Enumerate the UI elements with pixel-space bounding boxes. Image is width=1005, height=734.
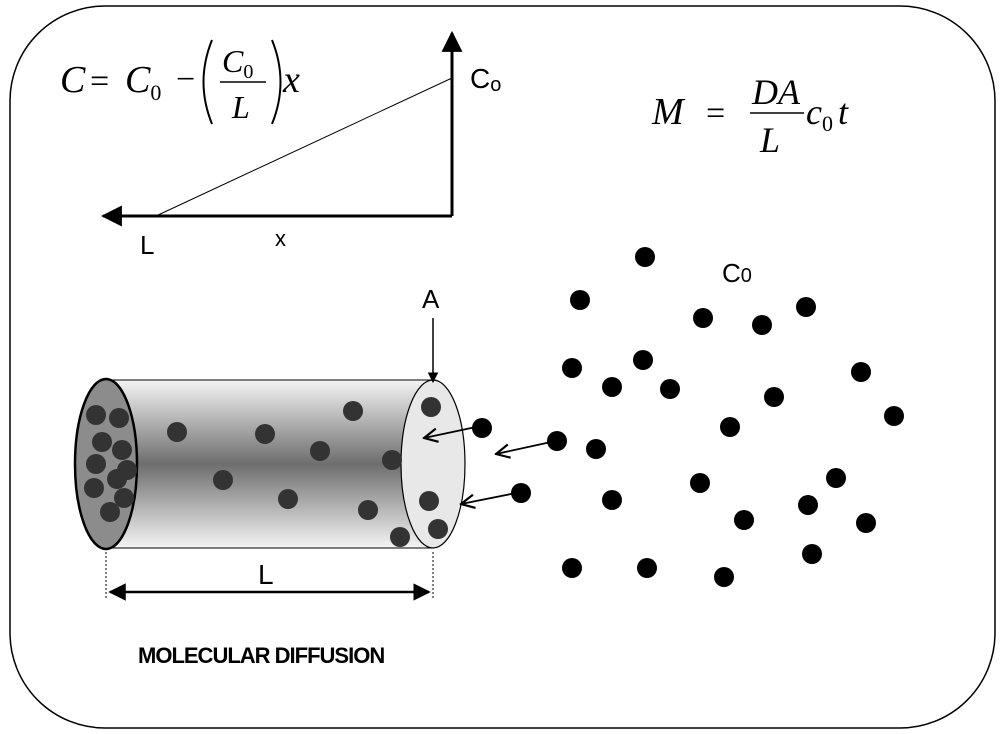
concentration-profile-graph: Co L x	[100, 30, 501, 260]
particle-outside	[734, 510, 754, 530]
particle-outside	[826, 468, 846, 488]
particle-outside	[562, 358, 582, 378]
eq-left-paren	[202, 39, 213, 125]
particle-inside	[310, 441, 330, 461]
particle-outside	[633, 350, 653, 370]
particle-outside	[802, 544, 822, 564]
flux-equals: =	[706, 95, 725, 132]
particle-outside	[635, 247, 655, 267]
particle-outside	[660, 379, 680, 399]
particle-inside	[278, 489, 298, 509]
length-label: L	[258, 559, 274, 590]
particle-outside	[851, 362, 871, 382]
particle-outside	[637, 558, 657, 578]
concentration-line	[155, 77, 453, 217]
particle-inside	[86, 454, 106, 474]
particle-outside	[547, 431, 567, 451]
particle-outside	[798, 495, 818, 515]
particle-outside	[586, 439, 606, 459]
flux-equation: M = DA L c0 t	[651, 72, 849, 160]
particle-outside	[693, 308, 713, 328]
particle-inside	[358, 500, 378, 520]
particle-outside	[602, 377, 622, 397]
particle-outside	[570, 290, 590, 310]
outside-particles	[472, 247, 904, 587]
eq-c0: C0	[125, 59, 161, 105]
x-axis-label: x	[275, 226, 286, 251]
particle-inside	[343, 401, 363, 421]
particle-outside	[562, 558, 582, 578]
particle-outside	[856, 513, 876, 533]
l-axis-label: L	[140, 230, 154, 260]
flux-t: t	[838, 92, 849, 132]
particle-inside	[390, 527, 410, 547]
eq-x: x	[282, 59, 300, 101]
particle-outside	[752, 315, 772, 335]
diffusion-cylinder: A	[73, 284, 466, 551]
bulk-concentration-label: C0	[722, 258, 752, 288]
particle-inside	[255, 424, 275, 444]
particle-outside	[764, 387, 784, 407]
flux-numerator: DA	[751, 72, 801, 112]
entry-arrow	[496, 441, 552, 454]
flux-c0: c0	[806, 92, 833, 136]
particle-outside	[720, 417, 740, 437]
particle-outside	[472, 418, 492, 438]
entry-arrows	[424, 426, 552, 504]
entry-arrow	[424, 426, 477, 438]
particle-inside	[382, 450, 402, 470]
particle-outside	[884, 406, 904, 426]
eq-minus: −	[176, 61, 195, 98]
c0-axis-label: Co	[470, 63, 501, 96]
particle-inside	[213, 470, 233, 490]
flux-denominator: L	[759, 120, 780, 160]
eq-right-paren	[271, 39, 282, 125]
concentration-equation: C = C0 − C0 L x	[60, 39, 300, 125]
particle-outside	[714, 567, 734, 587]
area-label: A	[422, 284, 440, 314]
particle-outside	[690, 473, 710, 493]
particle-inside	[421, 397, 441, 417]
particle-inside	[86, 405, 106, 425]
particle-outside	[796, 297, 816, 317]
eq-c: C	[60, 59, 86, 101]
entry-arrow	[461, 492, 517, 504]
diagram-caption: MOLECULAR DIFFUSION	[138, 643, 384, 668]
particle-inside	[428, 519, 448, 539]
particle-inside	[100, 502, 120, 522]
length-dimension: L	[105, 552, 434, 601]
inside-particles	[84, 397, 448, 547]
particle-inside	[84, 478, 104, 498]
particle-inside	[92, 432, 112, 452]
particle-inside	[107, 469, 127, 489]
particle-inside	[114, 488, 134, 508]
particle-outside	[602, 490, 622, 510]
eq-frac-num: C0	[222, 43, 253, 83]
particle-inside	[419, 491, 439, 511]
particle-outside	[511, 483, 531, 503]
flux-m: M	[651, 91, 686, 133]
particle-inside	[109, 408, 129, 428]
eq-frac-den: L	[231, 89, 250, 125]
particle-inside	[167, 422, 187, 442]
eq-equals: =	[90, 63, 109, 100]
particle-inside	[112, 440, 132, 460]
